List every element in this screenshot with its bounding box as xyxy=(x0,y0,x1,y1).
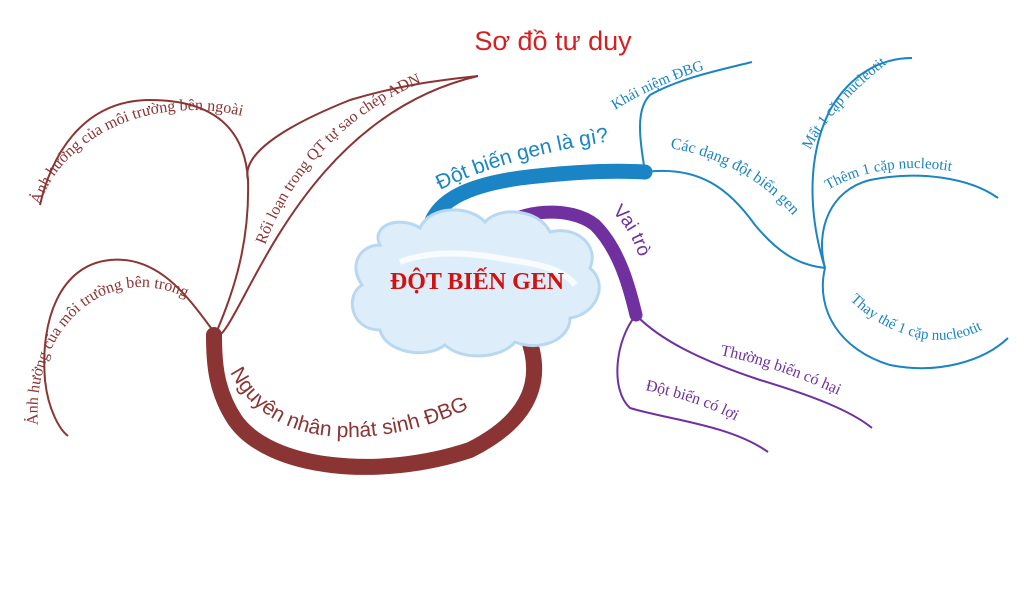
role-stem-2 xyxy=(616,314,769,453)
forms-mat-stem xyxy=(811,57,913,269)
cause-stem-3 xyxy=(213,75,479,340)
svg-text:Thay thế 1 cặp nucleotit: Thay thế 1 cặp nucleotit xyxy=(847,291,985,344)
svg-text:Ảnh hưởng của môi trường bên n: Ảnh hưởng của môi trường bên ngoài xyxy=(26,97,246,206)
form-deletion-label: Mất 1 cặp nucleotit xyxy=(799,54,890,152)
cloud-shape xyxy=(350,208,601,358)
form-addition-label: Thêm 1 cặp nucleotit xyxy=(822,156,954,193)
center-cloud: ĐỘT BIẾN GEN xyxy=(350,208,601,358)
definition-forms-stem xyxy=(644,169,826,269)
center-title: ĐỘT BIẾN GEN xyxy=(390,268,565,295)
svg-text:Thêm 1 cặp nucleotit: Thêm 1 cặp nucleotit xyxy=(822,156,954,193)
forms-thay-stem xyxy=(821,267,1009,370)
role-stem-1 xyxy=(635,314,873,429)
svg-text:Ảnh hưởng của môi trường bên t: Ảnh hưởng của môi trường bên trong xyxy=(22,274,191,426)
title: Sơ đồ tư duy xyxy=(474,26,632,56)
cause-stem-2 xyxy=(246,75,479,181)
role-child-harmful-label: Thường biến có hại xyxy=(719,342,844,398)
svg-text:Đột biến có lợi: Đột biến có lợi xyxy=(644,377,742,424)
cause-stem xyxy=(39,98,250,339)
cloud-highlight xyxy=(398,250,578,287)
cause-inner-stem xyxy=(43,258,215,437)
definition-main-stroke xyxy=(420,163,653,246)
svg-text:Khái niệm ĐBG: Khái niệm ĐBG xyxy=(609,58,706,113)
svg-text:Nguyên nhân phát sinh ĐBG: Nguyên nhân phát sinh ĐBG xyxy=(226,363,472,442)
cause-branch xyxy=(39,75,543,475)
definition-child-concept-label: Khái niệm ĐBG xyxy=(609,58,706,113)
form-substitution-label: Thay thế 1 cặp nucleotit xyxy=(847,291,985,344)
definition-branch xyxy=(420,57,1009,370)
forms-them-stem xyxy=(821,174,999,269)
cause-main-stroke xyxy=(206,327,543,475)
cause-child-outside-label: Ảnh hưởng của môi trường bên ngoài xyxy=(26,97,246,206)
definition-child-forms-label: Các dạng đột biến gen xyxy=(669,135,802,218)
cause-child-inside-label: Ảnh hưởng của môi trường bên trong xyxy=(22,274,191,426)
svg-text:Thường biến có hại: Thường biến có hại xyxy=(719,342,844,398)
definition-stem xyxy=(639,61,753,173)
svg-text:Mất 1 cặp nucleotit: Mất 1 cặp nucleotit xyxy=(799,54,890,152)
cause-branch-label: Nguyên nhân phát sinh ĐBG xyxy=(226,363,472,442)
svg-text:Các dạng đột biến gen: Các dạng đột biến gen xyxy=(669,135,802,218)
role-child-beneficial-label: Đột biến có lợi xyxy=(644,377,742,424)
